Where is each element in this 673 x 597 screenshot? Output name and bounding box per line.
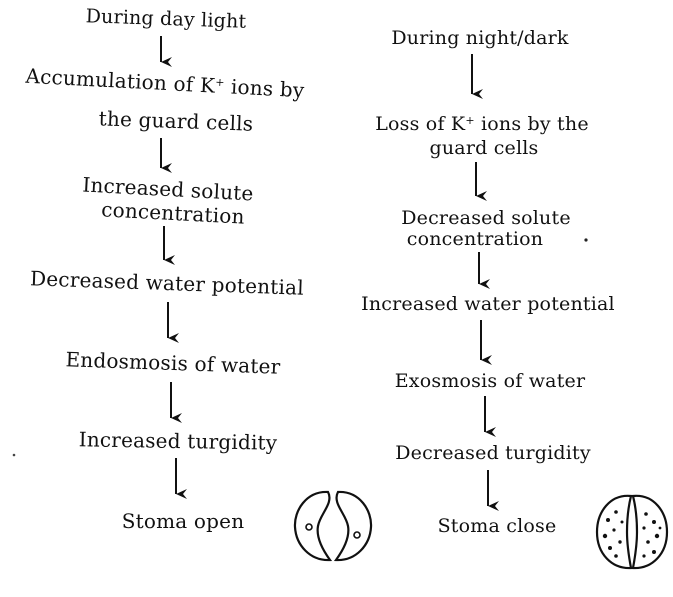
right-result-label: Stoma close — [437, 515, 557, 537]
right-step4-label: Exosmosis of water — [394, 370, 586, 392]
right-step1-pre: Loss of K — [375, 113, 466, 135]
left-result-label: Stoma open — [121, 509, 245, 533]
right-step2-line2: concentration — [406, 228, 544, 250]
right-step3-label: Increased water potential — [361, 293, 615, 315]
stoma-closed-icon — [595, 494, 669, 570]
stoma-open-icon — [293, 490, 373, 562]
right-step2-line1: Decreased solute — [401, 207, 571, 229]
right-start-label: During night/dark — [391, 27, 569, 49]
right-step1-post: ions by the — [474, 113, 589, 135]
right-step1-line1: Loss of K+ ions by the — [375, 113, 589, 135]
right-step1-sup: + — [465, 114, 475, 127]
right-step1-line2: guard cells — [429, 137, 539, 159]
right-step5-label: Decreased turgidity — [395, 442, 591, 464]
